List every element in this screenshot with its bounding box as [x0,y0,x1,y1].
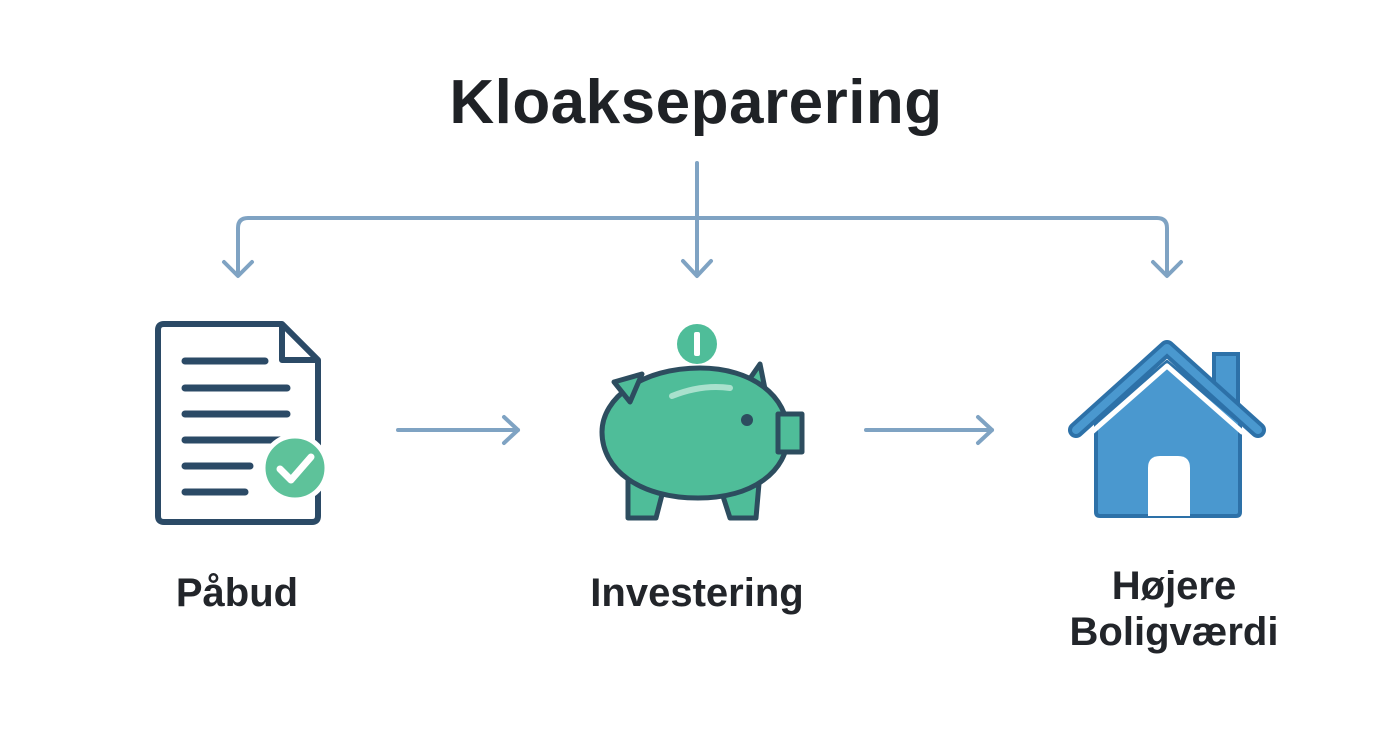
flow-arrow-2-head [976,415,994,445]
document-check-icon [155,321,330,525]
step-label-investering: Investering [590,571,804,615]
diagram-title: Kloakseparering [449,68,943,137]
left-branch-arrowhead [222,260,254,278]
flow-arrow-1-head [502,415,520,445]
right-branch-arrowhead [1151,260,1183,278]
step-label-pabud: Påbud [175,571,299,615]
branch-bar [236,216,1169,276]
house-icon [1068,340,1266,518]
trunk-arrowhead [681,259,713,278]
piggy-bank-icon [599,324,805,521]
step-label-bolig: Højere Boligværdi [1069,564,1279,654]
